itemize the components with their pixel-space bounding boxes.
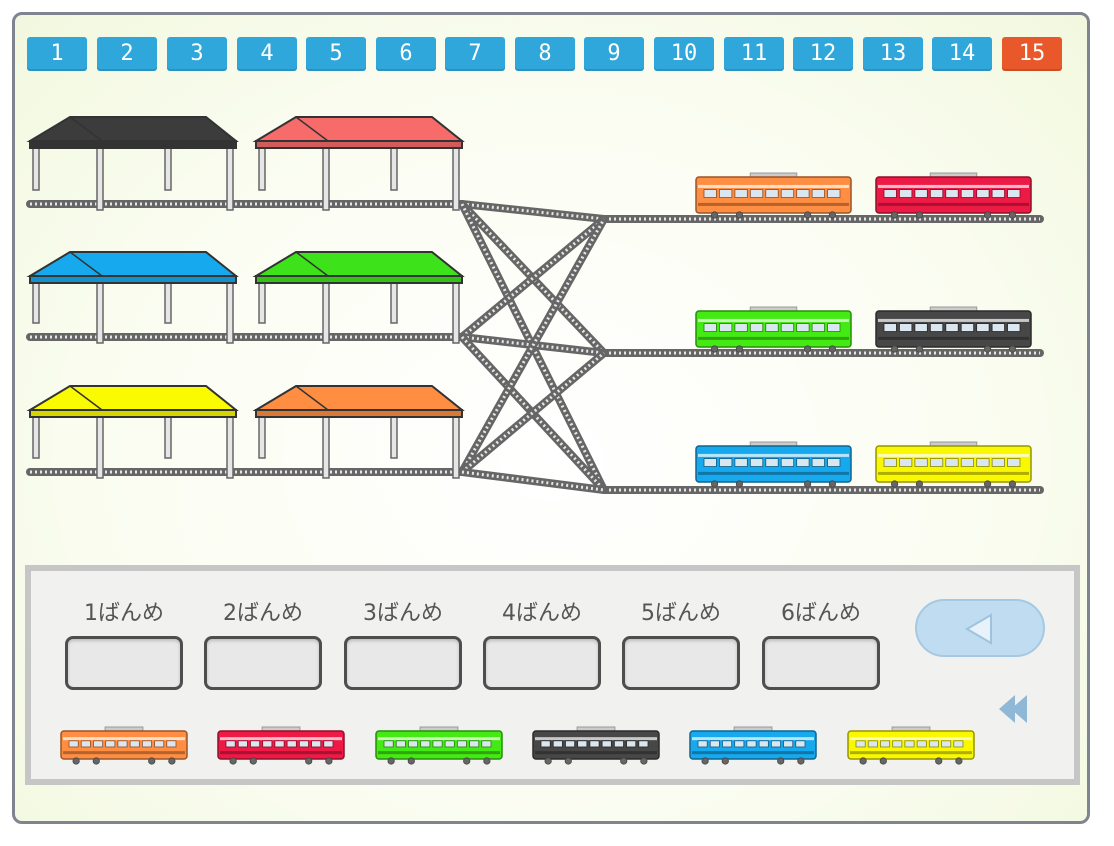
palette-train-blue-shape xyxy=(689,726,817,765)
palette-train-dark[interactable] xyxy=(531,725,663,769)
cross-track-1 xyxy=(458,200,608,223)
station-blue xyxy=(26,251,239,344)
waiting-trains xyxy=(695,172,1032,488)
slot-label-3: 3ばんめ xyxy=(363,601,443,626)
train-orange xyxy=(695,172,852,219)
slot-label-5: 5ばんめ xyxy=(641,601,721,626)
slot-label-4: 4ばんめ xyxy=(502,601,582,626)
answer-slot-2[interactable] xyxy=(204,636,322,690)
answer-slot-5[interactable] xyxy=(622,636,740,690)
level-button-10[interactable]: 10 xyxy=(654,37,714,71)
palette-train-red[interactable] xyxy=(216,725,348,769)
palette-train-green-shape xyxy=(375,726,503,765)
level-button-9[interactable]: 9 xyxy=(584,37,644,71)
level-button-14[interactable]: 14 xyxy=(932,37,992,71)
level-button-3[interactable]: 3 xyxy=(167,37,227,71)
palette-train-dark-shape xyxy=(532,726,660,765)
train-red xyxy=(875,172,1032,219)
level-button-4[interactable]: 4 xyxy=(237,37,297,71)
cross-track-9 xyxy=(458,468,608,494)
palette-train-red-shape xyxy=(217,726,345,765)
rail-yard xyxy=(26,116,1044,494)
answer-slot-6[interactable] xyxy=(762,636,880,690)
level-button-5[interactable]: 5 xyxy=(306,37,366,71)
train-green xyxy=(695,306,852,353)
cross-track-8 xyxy=(458,349,608,476)
answer-slot-1[interactable] xyxy=(65,636,183,690)
level-button-8[interactable]: 8 xyxy=(515,37,575,71)
level-button-1[interactable]: 1 xyxy=(27,37,87,71)
slot-label-2: 2ばんめ xyxy=(223,601,303,626)
train-dark xyxy=(875,306,1032,353)
station-green xyxy=(252,251,465,344)
answer-slot-3[interactable] xyxy=(344,636,462,690)
palette-train-green[interactable] xyxy=(374,725,506,769)
level-button-13[interactable]: 13 xyxy=(863,37,923,71)
palette-train-orange[interactable] xyxy=(59,725,191,769)
level-button-11[interactable]: 11 xyxy=(724,37,784,71)
level-button-2[interactable]: 2 xyxy=(97,37,157,71)
train-blue xyxy=(695,441,852,488)
slot-label-6: 6ばんめ xyxy=(781,601,861,626)
train-yellow xyxy=(875,441,1032,488)
station-salmon xyxy=(252,116,465,211)
back-button[interactable] xyxy=(915,599,1045,657)
station-black xyxy=(26,116,239,211)
station-orange xyxy=(252,385,465,479)
palette-train-yellow[interactable] xyxy=(846,725,978,769)
palette-train-blue[interactable] xyxy=(688,725,820,769)
cross-track-4 xyxy=(458,215,608,341)
level-button-12[interactable]: 12 xyxy=(793,37,853,71)
level-button-15[interactable]: 15 xyxy=(1002,37,1062,71)
triangle-left-icon xyxy=(965,613,992,645)
level-button-7[interactable]: 7 xyxy=(445,37,505,71)
palette-train-yellow-shape xyxy=(847,726,975,765)
palette-train-orange-shape xyxy=(60,726,188,765)
station-yellow xyxy=(26,385,239,479)
level-button-6[interactable]: 6 xyxy=(376,37,436,71)
double-chevron-left-icon[interactable] xyxy=(995,690,1035,730)
cross-track-7 xyxy=(458,215,608,476)
slot-label-1: 1ばんめ xyxy=(84,601,164,626)
answer-slot-4[interactable] xyxy=(483,636,601,690)
